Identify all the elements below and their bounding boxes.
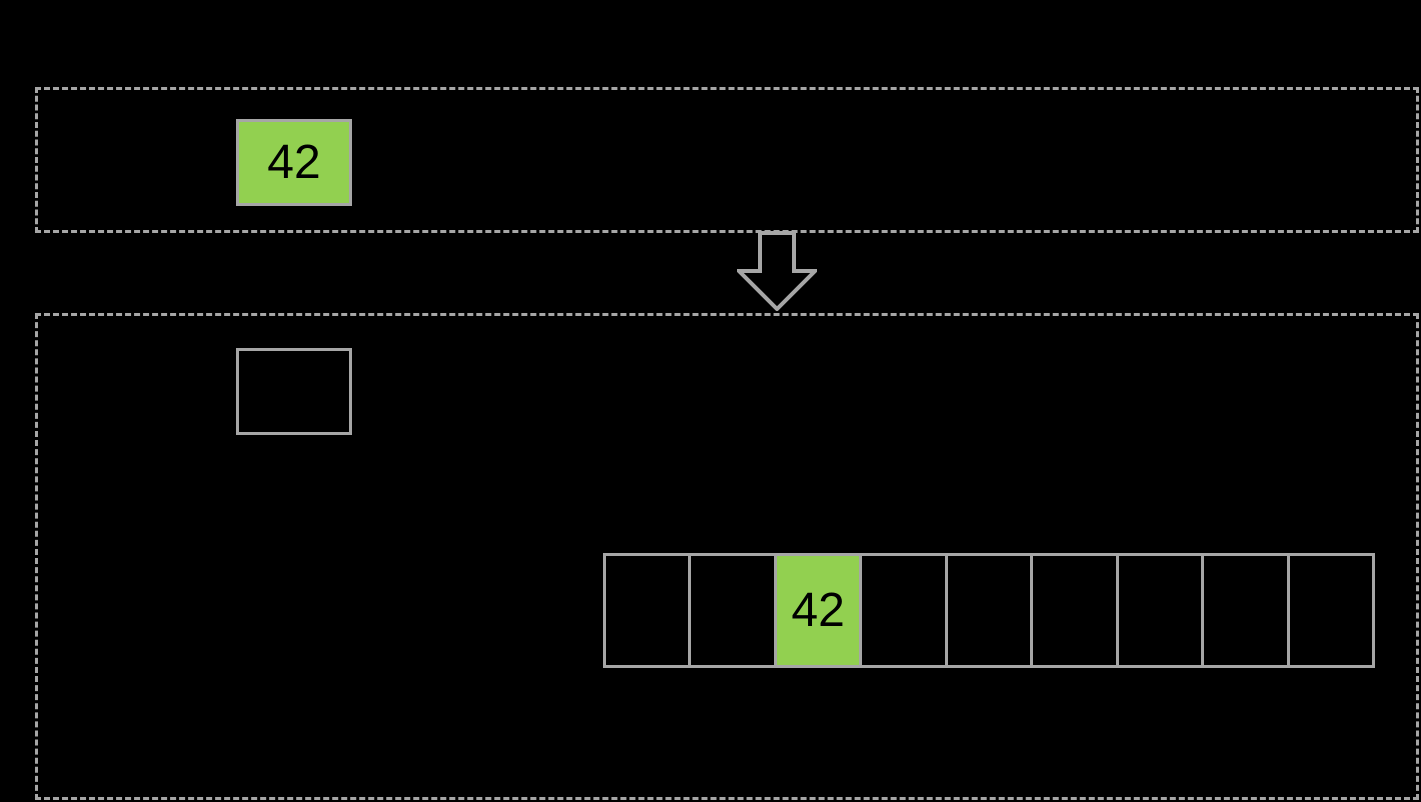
memory-cell (1033, 556, 1119, 665)
memory-cell (1290, 556, 1372, 665)
memory-cell (606, 556, 692, 665)
value-box: 42 (236, 119, 352, 206)
top-dashed-panel: 42 (35, 87, 1419, 233)
memory-cell-highlighted: 42 (776, 556, 863, 665)
memory-cell (1204, 556, 1290, 665)
down-arrow-icon (737, 231, 817, 311)
memory-cell (948, 556, 1034, 665)
value-box-label: 42 (267, 135, 321, 189)
memory-cell (1119, 556, 1205, 665)
bottom-dashed-panel: 42 (35, 313, 1419, 800)
memory-cell (691, 556, 777, 665)
memory-cell (862, 556, 948, 665)
empty-box (236, 348, 352, 435)
memory-cell-row: 42 (603, 553, 1375, 668)
